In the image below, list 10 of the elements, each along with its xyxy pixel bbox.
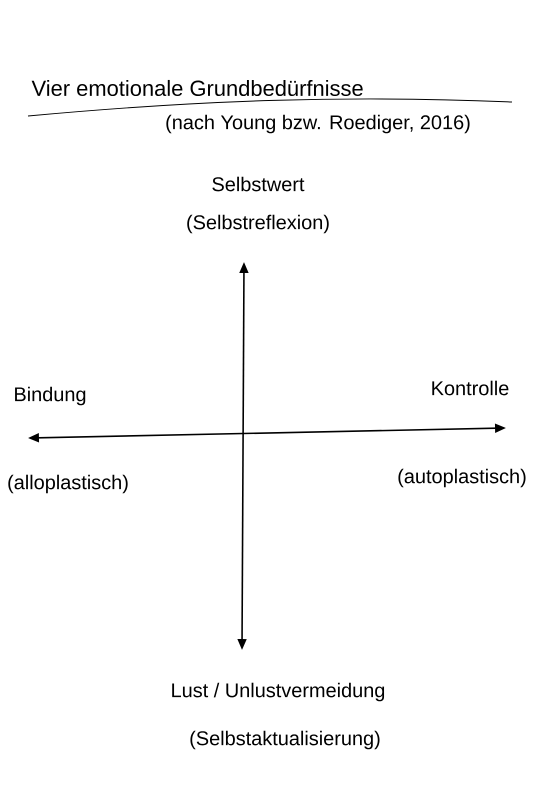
axis-label: Kontrolle bbox=[432, 380, 508, 396]
title: Vier emotionale Grundbedürfnisse bbox=[32, 80, 363, 96]
axis-label: (autoplastisch) bbox=[398, 468, 526, 488]
axis-label: Lust / Unlustvermeidung bbox=[172, 682, 384, 702]
axis-label: (Selbstreflexion) bbox=[187, 214, 329, 234]
axis-label: (alloplastisch) bbox=[8, 474, 128, 494]
axis-label: Selbstwert bbox=[212, 176, 304, 192]
subtitle: (nach Young bzw. Roediger, 2016) bbox=[166, 114, 470, 134]
axis-label: (Selbstaktualisierung) bbox=[190, 730, 380, 750]
axis-label: Bindung bbox=[15, 386, 86, 406]
